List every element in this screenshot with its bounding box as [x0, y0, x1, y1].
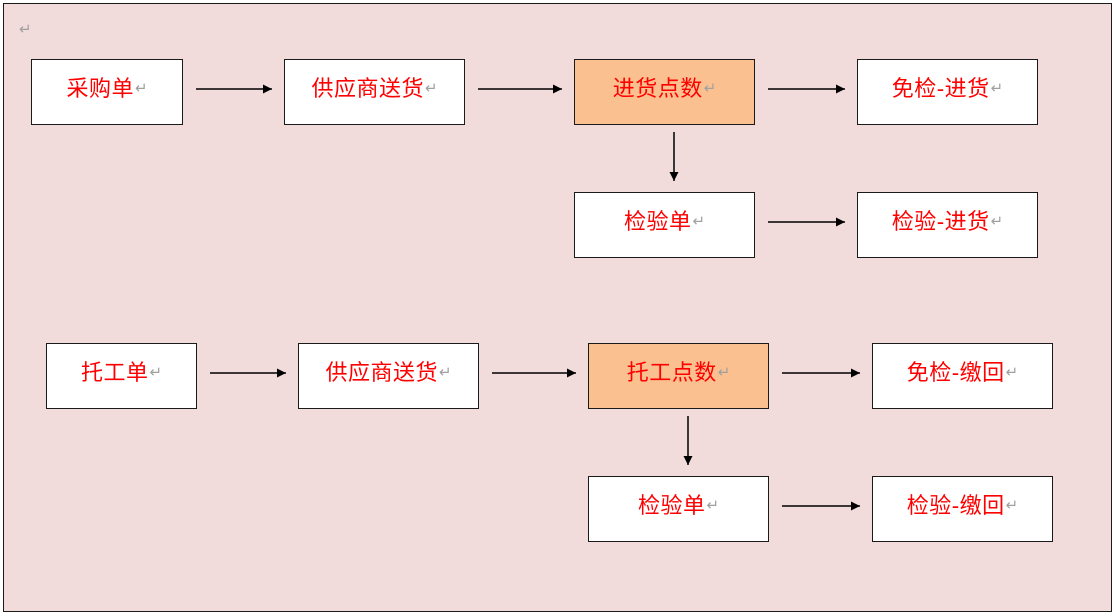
node-label: 检验-进货: [891, 210, 990, 235]
node-purchase-order: 采购单↵: [31, 59, 183, 125]
node-exempt-receiving: 免检-进货↵: [857, 59, 1038, 125]
node-inspected-return: 检验-缴回↵: [872, 476, 1053, 542]
paragraph-mark-icon: ↵: [1005, 363, 1019, 381]
node-label: 供应商送货: [325, 361, 438, 386]
node-label: 检验单: [637, 494, 706, 519]
paragraph-mark-icon: ↵: [990, 212, 1004, 230]
node-supplier-delivery-2: 供应商送货↵: [298, 343, 479, 409]
node-label: 免检-进货: [891, 77, 990, 102]
node-label: 免检-缴回: [906, 361, 1005, 386]
paragraph-mark-icon: ↵: [703, 79, 717, 97]
paragraph-mark-icon: ↵: [19, 20, 32, 38]
node-inspection-sheet-2: 检验单↵: [588, 476, 769, 542]
node-inspected-receiving: 检验-进货↵: [857, 192, 1038, 258]
paragraph-mark-icon: ↵: [134, 79, 148, 97]
paragraph-mark-icon: ↵: [692, 212, 706, 230]
paragraph-mark-icon: ↵: [438, 363, 452, 381]
paragraph-mark-icon: ↵: [149, 363, 163, 381]
node-label: 检验-缴回: [906, 494, 1005, 519]
node-label: 托工单: [80, 361, 149, 386]
node-outsourcing-count: 托工点数↵: [588, 343, 769, 409]
paragraph-mark-icon: ↵: [706, 496, 720, 514]
paragraph-mark-icon: ↵: [424, 79, 438, 97]
node-label: 采购单: [66, 77, 134, 102]
node-inspection-sheet-1: 检验单↵: [574, 192, 755, 258]
node-label: 检验单: [623, 210, 692, 235]
node-supplier-delivery-1: 供应商送货↵: [284, 59, 465, 125]
paragraph-mark-icon: ↵: [1005, 496, 1019, 514]
node-receiving-count: 进货点数↵: [574, 59, 755, 125]
paragraph-mark-icon: ↵: [990, 79, 1004, 97]
node-label: 供应商送货: [311, 77, 424, 102]
node-label: 进货点数: [612, 77, 703, 102]
node-outsourcing-order: 托工单↵: [46, 343, 197, 409]
paragraph-mark-icon: ↵: [717, 363, 731, 381]
node-label: 托工点数: [626, 361, 717, 386]
node-exempt-return: 免检-缴回↵: [872, 343, 1053, 409]
